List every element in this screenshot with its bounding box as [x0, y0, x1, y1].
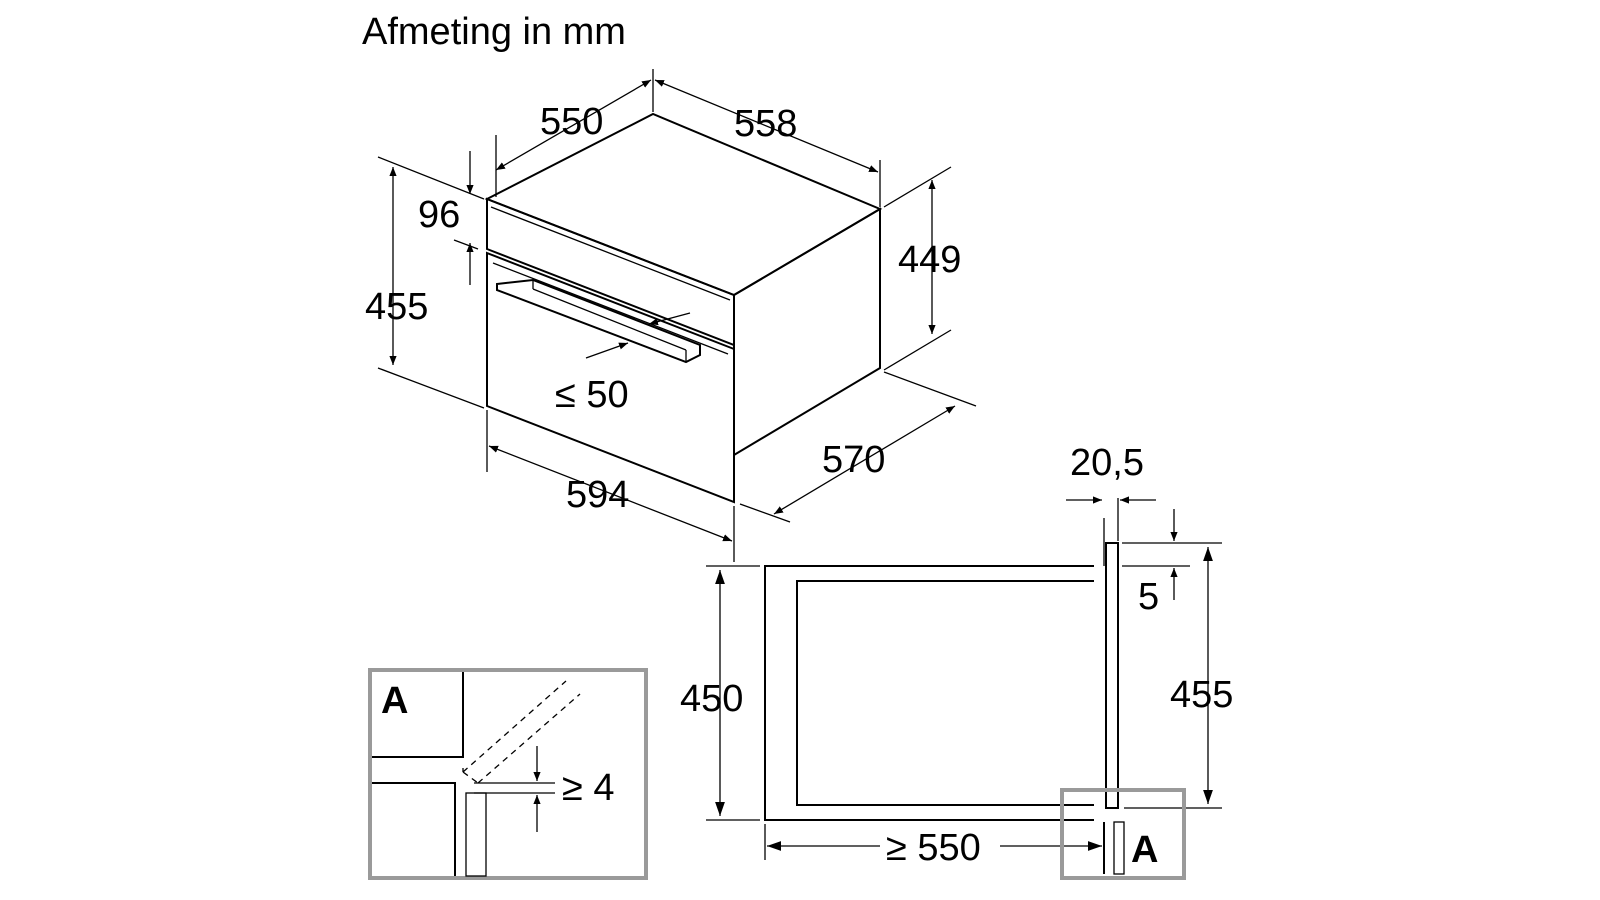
dim-arrow-handle-bottom [585, 342, 629, 359]
control-panel-strip [486, 197, 735, 347]
niche-outline [764, 565, 1094, 821]
dim-line-body-depth [773, 405, 956, 515]
appliance-body-section [796, 580, 1094, 806]
dim-line-depth-top [495, 79, 652, 171]
side-section-view [706, 496, 1222, 880]
appliance-side-face [733, 207, 881, 457]
label-gap: 5 [1138, 576, 1159, 618]
label-detail-gap: ≥ 4 [562, 767, 615, 809]
label-detail-a-inset: A [381, 680, 408, 722]
detail-a-frame [368, 668, 648, 880]
dim-line-width-top [654, 79, 879, 173]
label-front-width: 594 [566, 474, 629, 516]
label-side-height: 455 [1170, 674, 1233, 716]
detail-a-marker [1060, 788, 1186, 880]
diagram-title: Afmeting in mm [362, 11, 626, 53]
label-panel-height: 96 [418, 194, 460, 236]
label-body-height: 449 [898, 239, 961, 281]
label-width-top: 558 [734, 103, 797, 145]
label-panel-thickness: 20,5 [1070, 442, 1144, 484]
label-niche-depth: ≥ 550 [886, 827, 981, 869]
label-detail-a-side: A [1131, 829, 1158, 871]
label-front-height: 455 [365, 286, 428, 328]
front-panel-section [1105, 542, 1119, 809]
label-depth-top: 550 [540, 101, 603, 143]
label-body-depth: 570 [822, 439, 885, 481]
dim-line-front-width [488, 445, 733, 542]
oven-door [486, 251, 735, 504]
detail-a-inset [368, 668, 648, 880]
label-niche-height: 450 [680, 678, 743, 720]
appliance-isometric [377, 69, 977, 562]
label-handle-depth: ≤ 50 [555, 374, 629, 416]
dim-arrow-handle-top [648, 312, 691, 326]
